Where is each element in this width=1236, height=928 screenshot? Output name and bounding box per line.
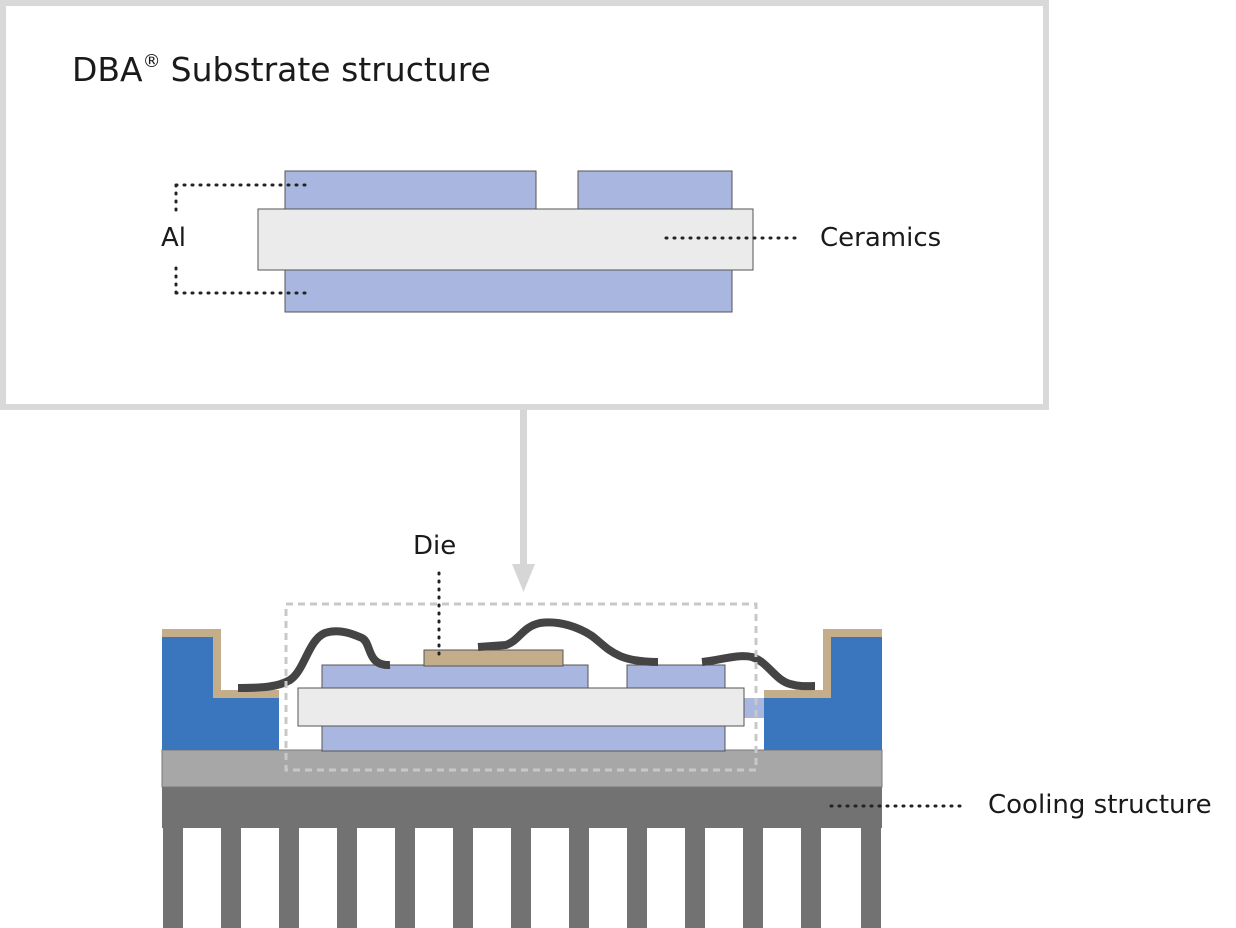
al-label: Al: [161, 223, 186, 253]
heatsink-base: [162, 786, 882, 828]
heatsink-fin: [163, 826, 183, 928]
heatsink-fin: [685, 826, 705, 928]
al-top-pad-right: [577, 170, 733, 212]
heatsink-fin: [395, 826, 415, 928]
heatsink-fin: [569, 826, 589, 928]
module-al-side-tab: [744, 698, 764, 718]
arrow-head: [512, 564, 535, 592]
die-label: Die: [413, 531, 456, 561]
heatsink-fin: [337, 826, 357, 928]
module-ceramic: [297, 687, 745, 727]
al-top-pad-left: [284, 170, 537, 212]
power-module-assembly: Die Cooling structure: [161, 531, 1212, 928]
substrate-highlight-box: [284, 602, 758, 772]
heatsink-fin: [511, 826, 531, 928]
al-leader-top: [174, 183, 312, 212]
bond-wire-left: [237, 627, 391, 692]
panel-title: DBA® Substrate structure: [72, 50, 491, 89]
module-al-bottom: [321, 724, 726, 752]
heatsink-fin: [743, 826, 763, 928]
heatsink-fin: [279, 826, 299, 928]
heatsink-fin: [221, 826, 241, 928]
ceramic-layer: [257, 208, 754, 271]
module-al-top-right: [626, 664, 726, 691]
title-main: DBA: [72, 50, 143, 89]
die: [423, 649, 564, 667]
heatsink-fin: [801, 826, 821, 928]
substrate-detail-panel: DBA® Substrate structure Al Ceramics: [0, 0, 1049, 410]
zoom-connector-arrow: [512, 410, 535, 592]
cooling-label: Cooling structure: [988, 790, 1212, 820]
ceramics-label: Ceramics: [820, 223, 941, 253]
title-rest: Substrate structure: [171, 50, 491, 89]
heatsink-fin: [861, 826, 881, 928]
module-al-top-left: [321, 664, 589, 691]
title-registered-mark: ®: [143, 51, 161, 72]
housing-right: [764, 637, 882, 750]
housing-left: [162, 637, 279, 750]
al-bottom-layer: [284, 267, 733, 313]
arrow-shaft: [520, 410, 527, 568]
heatsink-fins: [163, 826, 881, 928]
bond-wire-right: [701, 652, 816, 691]
al-leader-bottom: [174, 266, 312, 295]
bond-wire-middle: [477, 618, 659, 666]
heatsink-fin: [627, 826, 647, 928]
heatsink-fin: [453, 826, 473, 928]
